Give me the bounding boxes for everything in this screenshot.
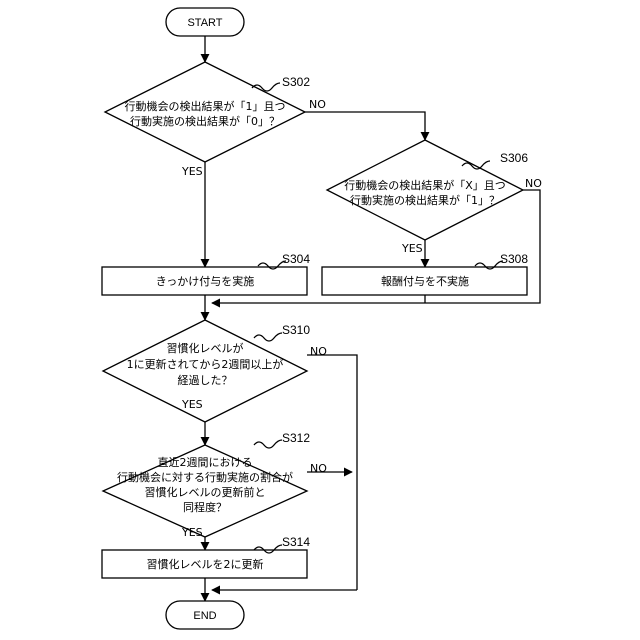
s312-text-line-1: 直近2週間における xyxy=(158,455,253,469)
s308-step-label: S308 xyxy=(500,252,528,266)
decision-s306: 行動機会の検出結果が「X」且つ 行動実施の検出結果が「1」？ xyxy=(327,140,523,240)
s302-yes-label: YES xyxy=(181,165,203,178)
s310-text-line-2: 1に更新されてから2週間以上が xyxy=(127,357,284,371)
s310-step-label: S310 xyxy=(282,323,310,337)
end-label: END xyxy=(193,610,216,622)
process-s308: 報酬付与を不実施 xyxy=(322,267,527,295)
s310-text-line-3: 経過した？ xyxy=(178,374,233,387)
s310-text-line-1: 習慣化レベルが xyxy=(167,341,244,355)
s306-step-label: S306 xyxy=(500,151,528,165)
s302-no-label: NO xyxy=(309,98,326,111)
s306-no-label: NO xyxy=(525,177,542,190)
process-s314: 習慣化レベルを2に更新 xyxy=(102,550,307,578)
connector-s302-no-s306 xyxy=(305,112,425,140)
s302-text-line-1: 行動機会の検出結果が「1」且つ xyxy=(125,99,286,113)
s302-step-label: S302 xyxy=(282,75,310,89)
s312-callout-squiggle xyxy=(254,440,282,448)
s312-yes-label: YES xyxy=(181,526,203,539)
decision-s302: 行動機会の検出結果が「1」且つ 行動実施の検出結果が「0」？ xyxy=(105,62,305,162)
s314-text: 習慣化レベルを2に更新 xyxy=(147,557,264,571)
s306-yes-label: YES xyxy=(401,242,423,255)
s308-text: 報酬付与を不実施 xyxy=(381,274,469,288)
start-label: START xyxy=(187,17,222,29)
s304-step-label: S304 xyxy=(282,252,310,266)
s306-text-line-1: 行動機会の検出結果が「X」且つ xyxy=(344,178,506,192)
start-terminal: START xyxy=(166,8,244,36)
s310-callout-squiggle xyxy=(254,333,282,341)
process-s304: きっかけ付与を実施 xyxy=(102,267,307,295)
s310-yes-label: YES xyxy=(181,398,203,411)
s312-step-label: S312 xyxy=(282,431,310,445)
s306-text-line-2: 行動実施の検出結果が「1」？ xyxy=(350,193,500,207)
end-terminal: END xyxy=(166,601,244,629)
s312-text-line-2: 行動機会に対する行動実施の割合が xyxy=(117,470,293,484)
s312-no-label: NO xyxy=(310,462,327,475)
s314-step-label: S314 xyxy=(282,535,310,549)
s304-text: きっかけ付与を実施 xyxy=(156,274,255,288)
decision-s312: 直近2週間における 行動機会に対する行動実施の割合が 習慣化レベルの更新前と 同… xyxy=(103,445,307,537)
s310-no-label: NO xyxy=(310,345,327,358)
s302-text-line-2: 行動実施の検出結果が「0」？ xyxy=(130,114,280,128)
s312-text-line-3: 習慣化レベルの更新前と xyxy=(145,485,266,499)
s312-text-line-4: 同程度？ xyxy=(183,500,227,514)
